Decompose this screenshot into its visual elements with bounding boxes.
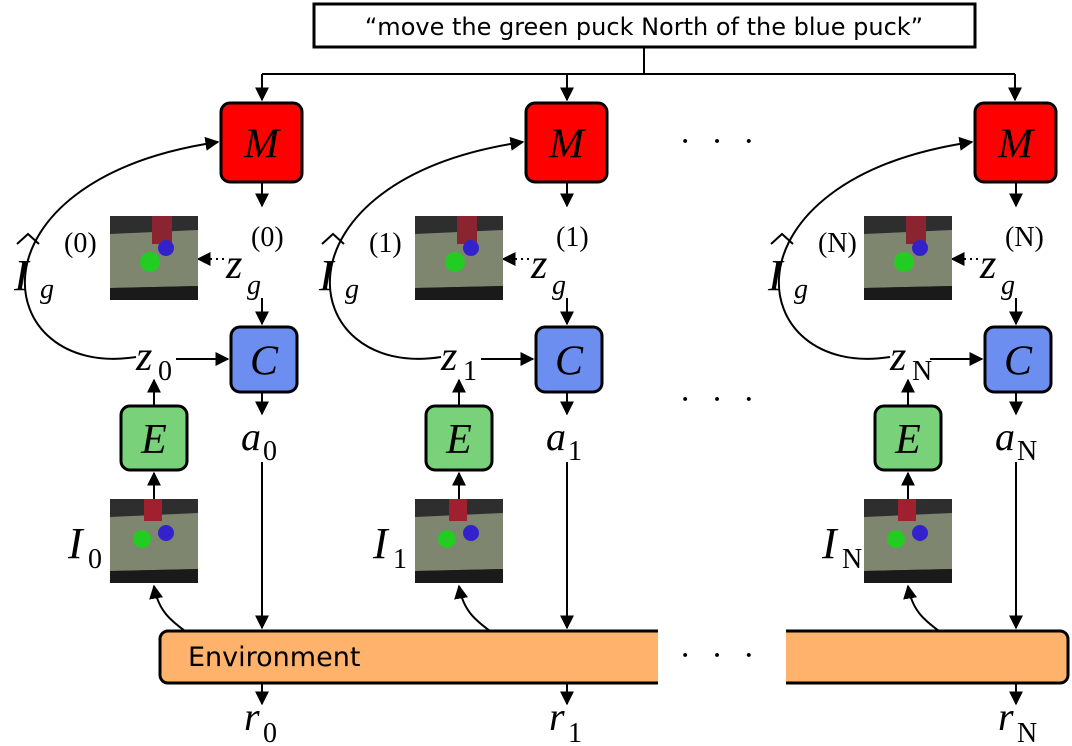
goal-latent-sup-2: (N) bbox=[1005, 222, 1044, 253]
controller-box-1 bbox=[534, 325, 604, 394]
goal-latent-symbol-0: z bbox=[225, 242, 242, 288]
goal-latent-sub-0: g bbox=[247, 270, 261, 301]
arrow-environment-to-observation-1 bbox=[454, 584, 491, 632]
environment-bar: · · · Environment bbox=[158, 626, 1070, 688]
latent-symbol-1: z bbox=[440, 334, 457, 380]
latent-sub-0: 0 bbox=[158, 356, 172, 387]
action-symbol-1: a bbox=[546, 414, 566, 459]
reward-symbol-0: r bbox=[244, 694, 260, 739]
action-symbol-0: a bbox=[241, 414, 261, 459]
goal-image-sub-1: g bbox=[345, 274, 359, 305]
goal-image-sub-2: g bbox=[794, 274, 808, 305]
goal-image-sub-0: g bbox=[40, 274, 54, 305]
arrow-latent-to-model-0 bbox=[23, 136, 220, 360]
goal-image-sup-1: (1) bbox=[369, 228, 402, 259]
encoder-box-0-label: E bbox=[140, 417, 167, 463]
goal-latent-sub-1: g bbox=[552, 270, 566, 301]
ellipsis-environment: · · · bbox=[680, 637, 761, 674]
observation-symbol-2: I bbox=[821, 519, 839, 568]
controller-box-2 bbox=[983, 325, 1053, 394]
reward-symbol-1: r bbox=[549, 694, 565, 739]
controller-box-2-label: C bbox=[1004, 339, 1033, 385]
action-sub-0: 0 bbox=[263, 436, 277, 467]
environment-label: Environment bbox=[188, 642, 360, 673]
observation-symbol-1: I bbox=[372, 519, 390, 568]
observation-symbol-0: I bbox=[67, 519, 85, 568]
observation-sub-0: 0 bbox=[88, 544, 102, 575]
goal-latent-sup-0: (0) bbox=[251, 222, 284, 253]
goal-image-sup-0: (0) bbox=[64, 228, 97, 259]
ellipsis-controllers: · · · bbox=[680, 381, 761, 418]
controller-box-0 bbox=[229, 325, 299, 394]
encoder-box-2-label: E bbox=[894, 417, 921, 463]
action-sub-1: 1 bbox=[568, 436, 582, 467]
reward-sub-0: 0 bbox=[263, 718, 277, 746]
model-box-1-label: M bbox=[548, 122, 586, 168]
goal-image-thumb-0 bbox=[110, 216, 198, 300]
latent-sub-2: N bbox=[912, 356, 932, 387]
goal-image-thumb-1 bbox=[415, 216, 503, 300]
instruction-connectors bbox=[255, 47, 1022, 102]
observation-sub-2: N bbox=[842, 544, 862, 575]
arrow-environment-to-observation-2 bbox=[903, 584, 940, 632]
controller-box-0-label: C bbox=[250, 339, 279, 385]
goal-latent-sub-2: g bbox=[1001, 270, 1015, 301]
reward-symbol-2: r bbox=[998, 694, 1014, 739]
action-sub-2: N bbox=[1017, 436, 1037, 467]
goal-latent-symbol-1: z bbox=[530, 242, 547, 288]
encoder-box-1-label: E bbox=[445, 417, 472, 463]
instruction-text: “move the green puck North of the blue p… bbox=[365, 13, 923, 41]
latent-symbol-0: z bbox=[135, 334, 152, 380]
model-box-0-label: M bbox=[243, 122, 281, 168]
controller-box-1-label: C bbox=[555, 339, 584, 385]
goal-image-thumb-2 bbox=[864, 216, 952, 300]
goal-latent-symbol-2: z bbox=[979, 242, 996, 288]
model-box-2-label: M bbox=[997, 122, 1035, 168]
arrow-latent-to-model-1 bbox=[328, 136, 525, 360]
arrow-latent-to-model-2 bbox=[777, 136, 974, 360]
reward-sub-2: N bbox=[1017, 718, 1037, 746]
observation-thumb-1 bbox=[415, 499, 503, 583]
observation-sub-1: 1 bbox=[393, 544, 407, 575]
goal-image-sup-2: (N) bbox=[818, 228, 857, 259]
ellipsis-models: · · · bbox=[680, 123, 761, 160]
action-symbol-2: a bbox=[995, 414, 1015, 459]
instruction-box: “move the green puck North of the blue p… bbox=[312, 2, 977, 49]
reward-sub-1: 1 bbox=[568, 718, 582, 746]
arrow-environment-to-observation-0 bbox=[149, 584, 186, 632]
latent-sub-1: 1 bbox=[463, 356, 477, 387]
latent-symbol-2: z bbox=[889, 334, 906, 380]
goal-latent-sup-1: (1) bbox=[556, 222, 589, 253]
observation-thumb-2 bbox=[864, 499, 952, 583]
observation-thumb-0 bbox=[110, 499, 198, 583]
